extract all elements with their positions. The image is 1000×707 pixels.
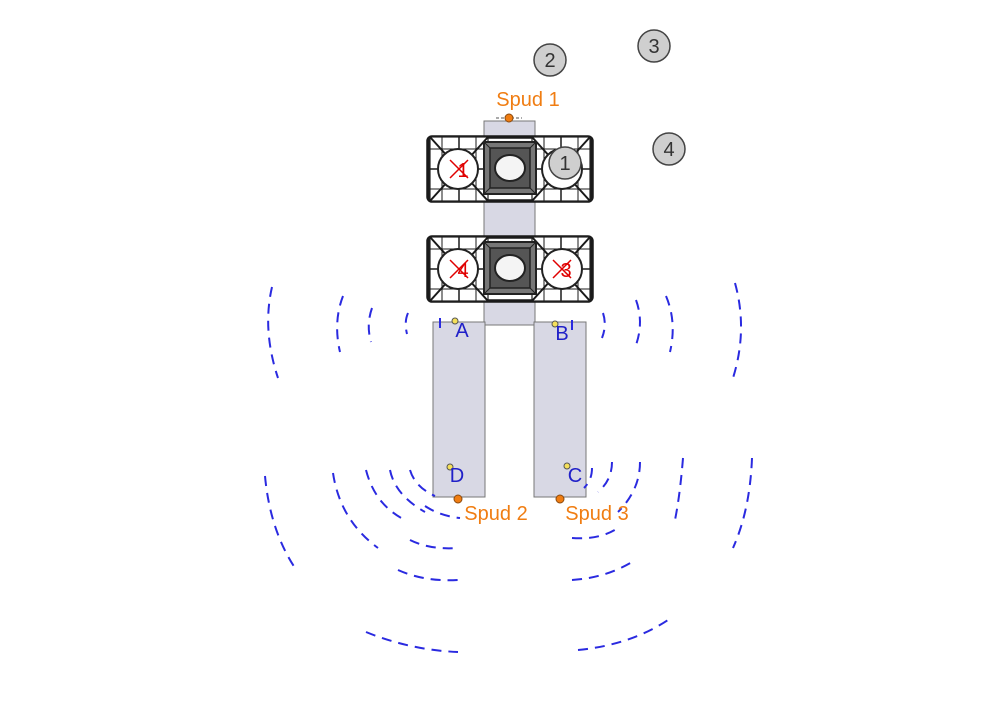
marker-3: 3 [637,29,671,63]
spuds: Spud 1 Spud 2 Spud 3 [453,89,629,525]
spud-1: Spud 1 [496,89,560,123]
spud-3: Spud 3 [555,494,629,525]
corner-c-label: C [568,465,582,487]
marker-4-label: 4 [663,139,674,161]
marker-3-label: 3 [648,36,659,58]
leg-4: 4 [449,259,469,282]
corner-a-point [451,317,459,325]
leg-3-label: 3 [560,260,571,282]
corner-d-point [446,463,454,471]
spud-2: Spud 2 [453,494,528,525]
marker-1: 1 [548,146,582,180]
corner-a-label: A [455,320,469,342]
corner-points [446,317,571,471]
hull-right-pontoon [533,321,587,498]
spud-2-label: Spud 2 [464,503,527,525]
leg-labels: 1 4 3 [449,159,572,282]
corner-labels: A B C D [450,320,582,487]
spud-3-label: Spud 3 [565,503,628,525]
leg-3: 3 [552,259,572,282]
leg-4-label: 4 [457,260,468,282]
corner-b-label: B [555,323,568,345]
marker-group: 1 2 3 4 [533,29,686,180]
marker-2-label: 2 [544,50,555,72]
leg-1-label: 1 [457,160,468,182]
leg-1: 1 [449,159,469,182]
hull-left-pontoon [432,321,486,498]
marker-4: 4 [652,132,686,166]
spud-1-label: Spud 1 [496,89,559,111]
corner-c-point [563,462,571,470]
truss-block-lower [426,235,594,303]
marker-1-label: 1 [559,153,570,175]
marker-2: 2 [533,43,567,77]
corner-d-label: D [450,465,464,487]
wave-arcs [264,282,753,653]
corner-b-point [551,320,559,328]
